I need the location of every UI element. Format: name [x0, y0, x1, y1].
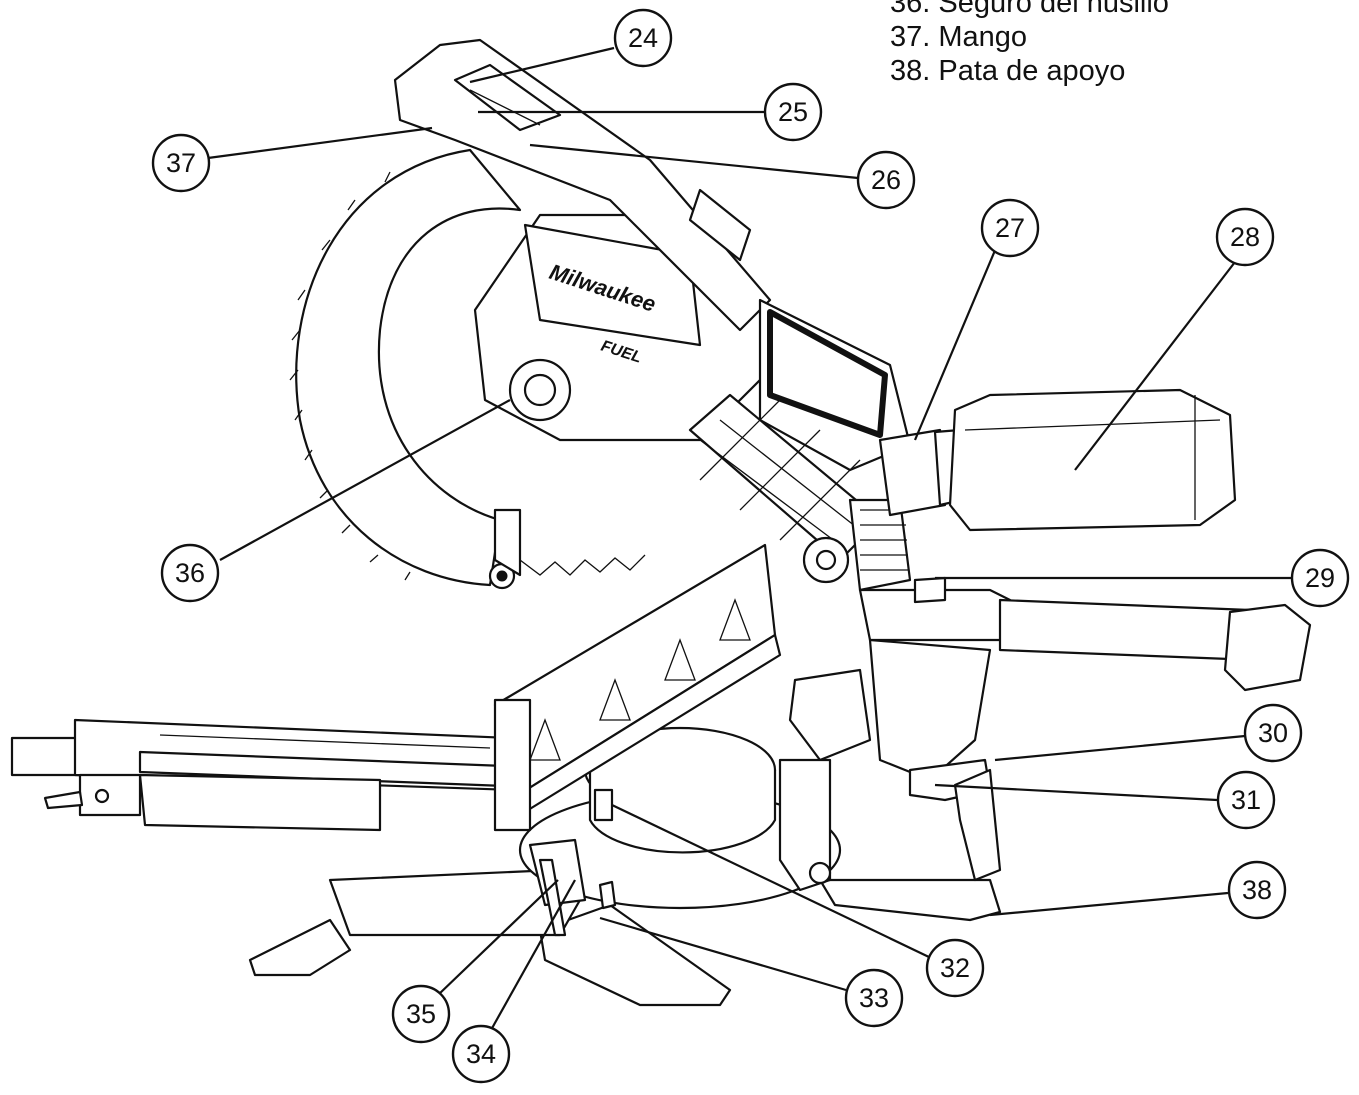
leader-32 — [611, 804, 932, 959]
leader-34 — [490, 879, 576, 1031]
callout-38: 38 — [1227, 860, 1287, 920]
leader-38 — [989, 891, 1229, 917]
legend-item-38: 38. Pata de apoyo — [890, 55, 1126, 87]
fence — [493, 543, 782, 832]
blade-guard — [289, 148, 646, 590]
svg-text:36: 36 — [175, 558, 205, 588]
legend-item-37: 37. Mango — [890, 21, 1028, 53]
leader-26 — [529, 143, 859, 180]
svg-text:38: 38 — [1242, 875, 1272, 905]
svg-text:29: 29 — [1305, 563, 1335, 593]
right-arm — [858, 576, 1312, 782]
bevel-controls — [528, 668, 1002, 937]
svg-text:25: 25 — [778, 97, 808, 127]
svg-text:35: 35 — [406, 999, 436, 1029]
leader-27 — [913, 247, 998, 441]
callout-25: 25 — [763, 82, 823, 142]
svg-text:24: 24 — [628, 23, 658, 53]
battery — [878, 388, 1237, 532]
svg-text:33: 33 — [859, 983, 889, 1013]
callout-29: 29 — [1290, 548, 1350, 608]
callout-32: 32 — [925, 938, 985, 998]
svg-text:37: 37 — [166, 148, 196, 178]
leader-31 — [934, 783, 1218, 802]
slide-rails — [688, 298, 912, 592]
callout-24: 24 — [613, 8, 673, 68]
callout-28: 28 — [1215, 207, 1275, 267]
callout-26: 26 — [856, 150, 916, 210]
callouts: 24 25 26 27 28 29 30 31 32 33 34 35 36 3… — [151, 8, 1350, 1084]
svg-text:32: 32 — [940, 953, 970, 983]
leader-35 — [437, 879, 559, 996]
callout-36: 36 — [160, 543, 220, 603]
callout-37: 37 — [151, 133, 211, 193]
svg-text:28: 28 — [1230, 222, 1260, 252]
leader-36 — [219, 399, 511, 561]
svg-text:27: 27 — [995, 213, 1025, 243]
svg-text:34: 34 — [466, 1039, 496, 1069]
callout-34: 34 — [451, 1024, 511, 1084]
left-extension — [10, 718, 517, 832]
leader-24 — [469, 46, 615, 84]
leader-30 — [994, 734, 1246, 762]
leader-33 — [599, 916, 847, 992]
legend-item-36: 36. Seguro del husillo — [890, 0, 1169, 19]
svg-text:30: 30 — [1258, 718, 1288, 748]
svg-text:26: 26 — [871, 165, 901, 195]
leader-lines — [207, 46, 1293, 1031]
leader-28 — [1074, 261, 1236, 471]
callout-27: 27 — [980, 198, 1040, 258]
callout-35: 35 — [391, 984, 451, 1044]
svg-text:31: 31 — [1231, 785, 1261, 815]
leader-37 — [207, 126, 433, 160]
callout-31: 31 — [1216, 770, 1276, 830]
callout-33: 33 — [844, 968, 904, 1028]
motor-housing: Milwaukee FUEL — [473, 213, 772, 442]
callout-30: 30 — [1243, 703, 1303, 763]
parts-legend: 36. Seguro del husillo 37. Mango 38. Pat… — [890, 0, 1169, 88]
